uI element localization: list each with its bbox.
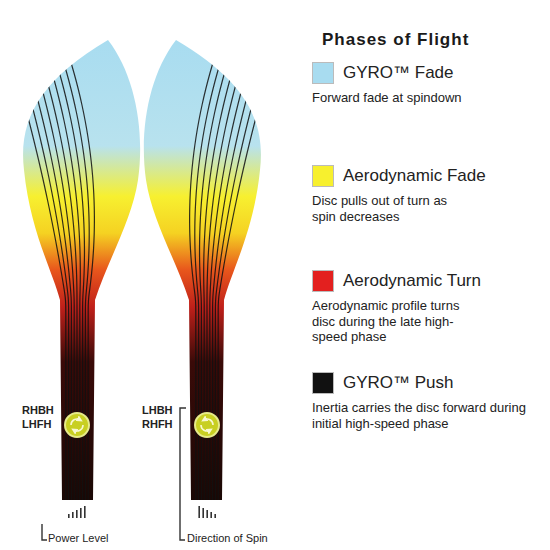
legend-swatch [312,165,334,187]
legend-swatch [312,372,334,394]
phase-description: Disc pulls out of turn as spin decreases [312,193,462,224]
flight-path-left [7,40,141,518]
flight-path-right [144,40,278,518]
power-bars [68,506,86,518]
throw-type: RHFH [142,418,173,431]
spin-disc [195,413,219,437]
legend-swatch [312,62,334,84]
phase-description: Inertia carries the disc forward during … [312,400,537,431]
throw-type: LHBH [142,404,173,417]
title: Phases of Flight [322,30,469,50]
throw-type: LHFH [22,418,51,431]
phase-description: Forward fade at spindown [312,90,537,106]
power-bars [198,506,216,518]
legend-label: Aerodynamic Fade [343,166,486,186]
legend-swatch [312,270,334,292]
throw-type: RHBH [22,404,54,417]
axis-note: Direction of Spin [187,532,268,545]
legend-label: Aerodynamic Turn [343,271,481,291]
bracket [180,408,186,540]
spin-disc [65,413,89,437]
phase-description: Aerodynamic profile turns disc during th… [312,298,462,345]
axis-note: Power Level [48,532,109,545]
legend-label: GYRO™ Push [343,373,454,393]
bracket [42,524,47,540]
legend-label: GYRO™ Fade [343,63,454,83]
